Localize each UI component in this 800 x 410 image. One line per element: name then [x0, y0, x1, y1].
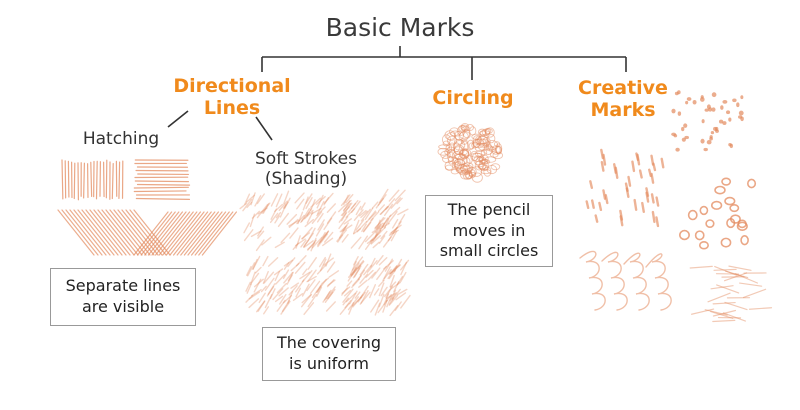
hatching-note-box: Separate lines are visible: [50, 268, 196, 326]
directional-label-line2: Lines: [203, 96, 261, 119]
creative-marks-label: Creative Marks: [568, 77, 678, 122]
soft-strokes-label: Soft Strokes (Shading): [236, 149, 376, 189]
shading-note-box: The covering is uniform: [262, 327, 396, 381]
directional-label-line1: Directional: [173, 75, 291, 97]
creative-dots: [671, 90, 744, 152]
link-to-soft-strokes: [255, 116, 273, 141]
hatching-label: Hatching: [82, 129, 160, 149]
hatching-swatches: [57, 159, 237, 256]
directional-lines-label: Directional Lines: [162, 75, 302, 120]
shading-note-line2: is uniform: [289, 354, 369, 373]
circling-label: Circling: [432, 87, 514, 109]
circling-note-box: The pencil moves in small circles: [425, 195, 553, 267]
creative-loops: [579, 250, 672, 311]
creative-label-line2: Marks: [590, 98, 656, 121]
diagram-title: Basic Marks: [325, 13, 475, 42]
creative-crosshatch: [689, 265, 773, 323]
hatching-note-line2: are visible: [81, 297, 165, 316]
circling-note-line3: small circles: [439, 241, 539, 261]
soft-strokes-line2: (Shading): [264, 168, 348, 189]
creative-open-circles: [679, 177, 757, 250]
shading-note-line1: The covering: [276, 333, 382, 353]
link-to-hatching: [167, 110, 189, 128]
circling-note-line2: moves in: [452, 220, 526, 240]
circling-scribble: [437, 123, 504, 183]
circling-note-line1: The pencil: [447, 199, 531, 219]
creative-label-line1: Creative: [578, 77, 668, 99]
soft-strokes-line1: Soft Strokes: [255, 149, 357, 169]
hatching-note-line1: Separate lines: [65, 276, 181, 296]
creative-dashes: [585, 148, 665, 228]
shading-swatches: [239, 188, 411, 317]
